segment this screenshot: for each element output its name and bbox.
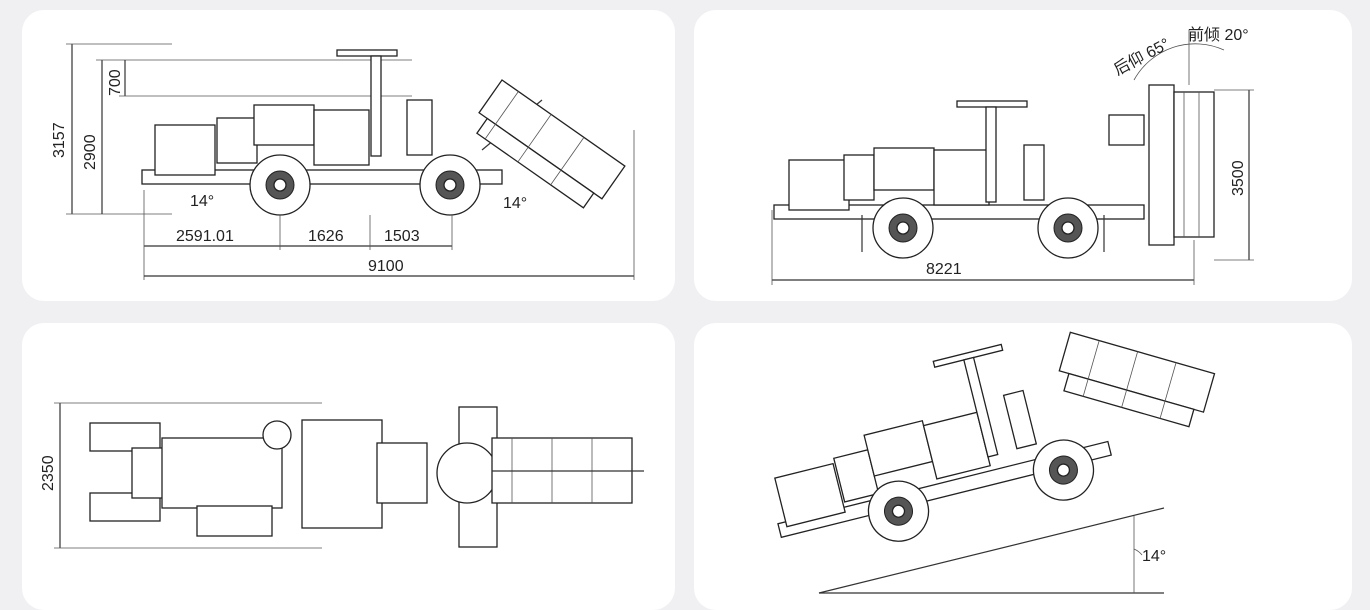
drill-rig-slope: [774, 331, 1216, 542]
dim-height-upper: 700: [107, 69, 124, 96]
top-view-panel: 2350: [22, 323, 675, 610]
side-view-upright-drawing: 后仰 65° 前倾 20°: [771, 26, 1254, 285]
side-view-panel: 3157 2900 700: [22, 10, 675, 301]
drill-rig-upright: [773, 84, 1215, 259]
dim-wheelbase-a: 1626: [308, 228, 344, 245]
angle-rear: 14°: [190, 193, 214, 210]
dim-height-base: 2900: [82, 134, 99, 170]
top-view-drawing: 2350: [40, 402, 644, 549]
angle-front: 14°: [503, 195, 527, 212]
dim-rear-overhang: 2591.01: [176, 228, 234, 245]
drill-rig-side: [141, 49, 626, 216]
dim-width: 2350: [40, 455, 57, 491]
dim-height-total: 3157: [51, 122, 68, 158]
dim-length-total: 9100: [368, 258, 404, 275]
dim-length-8221: 8221: [926, 261, 962, 278]
slope-view-drawing: 14°: [774, 331, 1216, 594]
slope-view-panel: 14°: [694, 323, 1352, 610]
drill-rig-top: [89, 406, 644, 548]
side-view-drawing: 3157 2900 700: [51, 43, 635, 280]
angle-back: 后仰 65°: [1111, 35, 1173, 79]
dim-height-3500: 3500: [1230, 160, 1247, 196]
angle-forward: 前倾 20°: [1188, 26, 1249, 44]
slope-angle: 14°: [1142, 548, 1166, 565]
side-view-upright-panel: 后仰 65° 前倾 20°: [694, 10, 1352, 301]
dim-wheelbase-b: 1503: [384, 228, 420, 245]
